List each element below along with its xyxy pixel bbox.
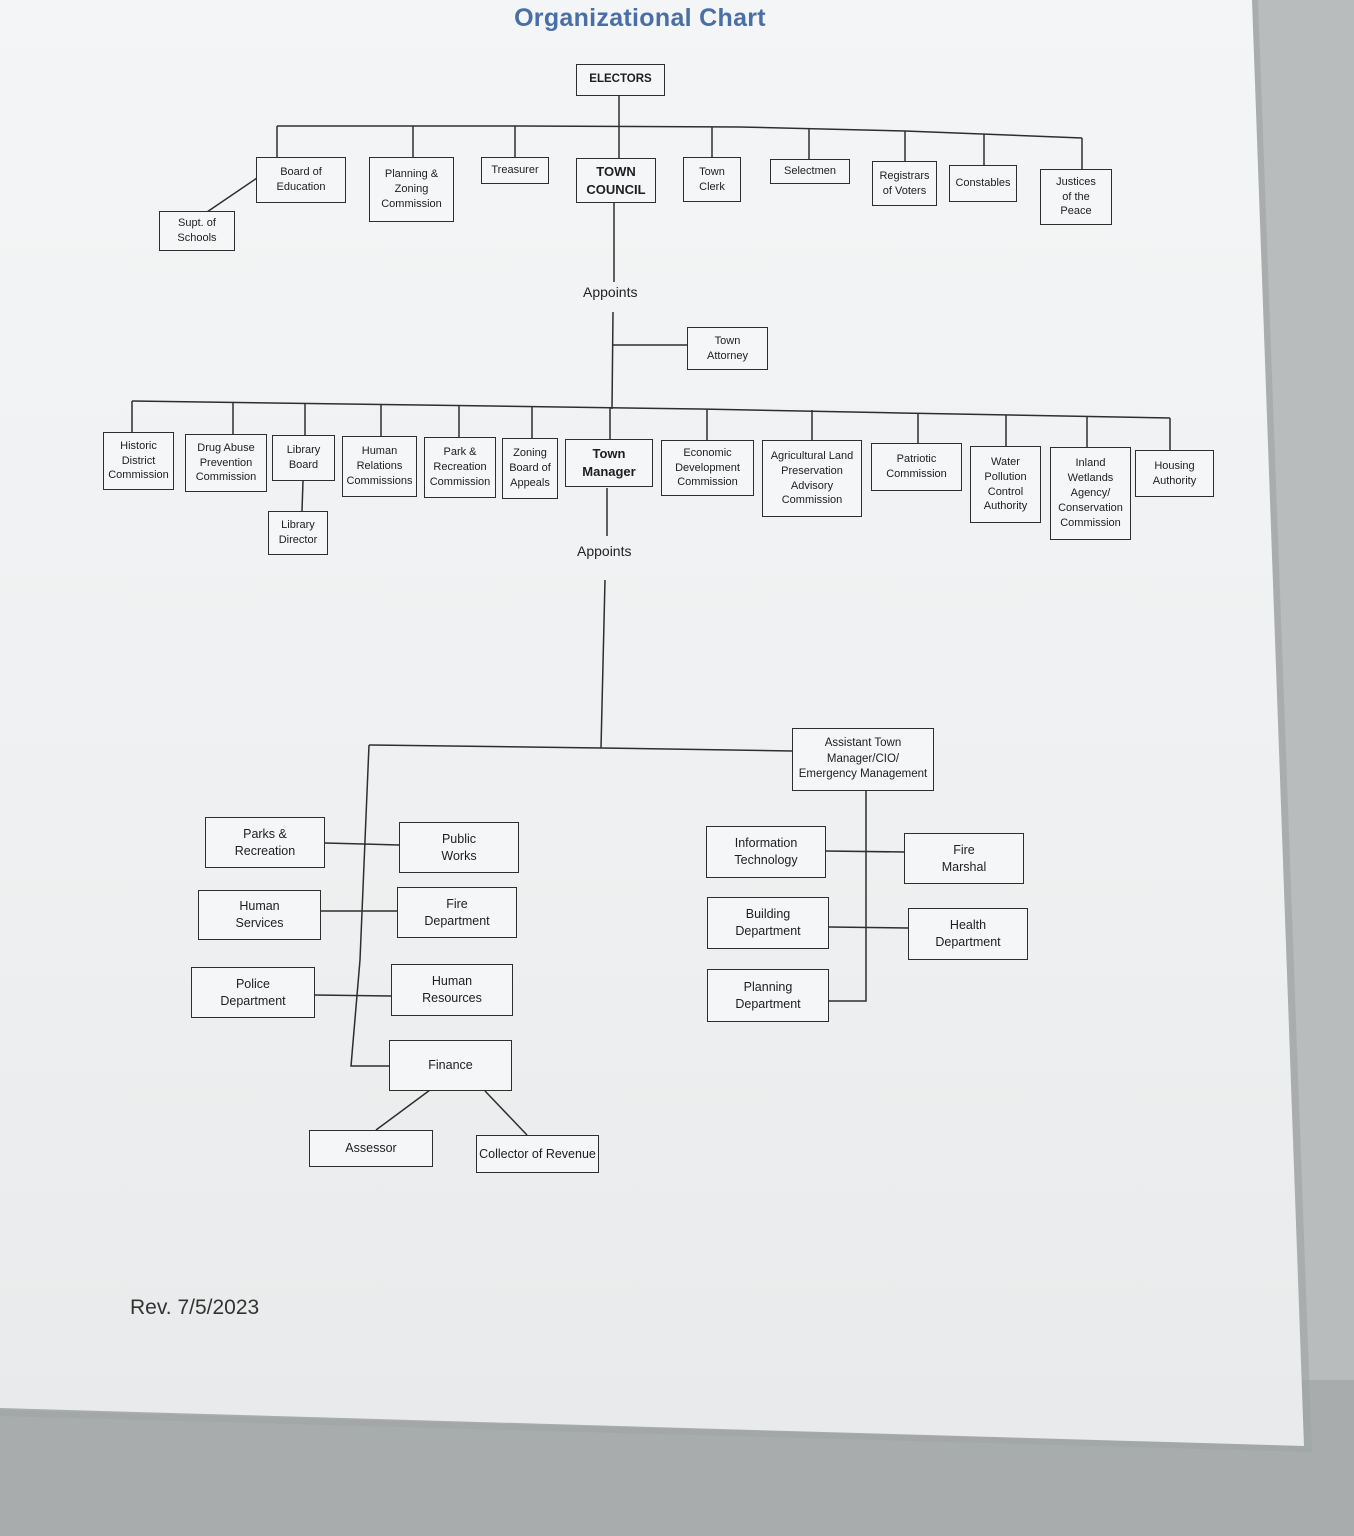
revision-date: Rev. 7/5/2023: [130, 1296, 260, 1319]
building-department-box: Building Department: [707, 897, 829, 949]
appoints-label-manager: Appoints: [577, 543, 632, 559]
park-recreation-commission-box: Park & Recreation Commission: [424, 437, 496, 498]
planning-department-box: Planning Department: [707, 969, 829, 1022]
registrars-of-voters-box: Registrars of Voters: [872, 161, 937, 206]
chart-title: Organizational Chart: [514, 4, 766, 32]
assessor-box: Assessor: [309, 1130, 433, 1167]
treasurer-box: Treasurer: [481, 157, 549, 184]
planning-zoning-commission-box: Planning & Zoning Commission: [369, 157, 454, 222]
town-attorney-box: Town Attorney: [687, 327, 768, 370]
constables-box: Constables: [949, 165, 1017, 202]
information-technology-box: Information Technology: [706, 826, 826, 878]
human-relations-commissions-box: Human Relations Commissions: [342, 436, 417, 497]
appoints-label-council: Appoints: [583, 284, 638, 300]
human-resources-box: Human Resources: [391, 964, 513, 1016]
selectmen-box: Selectmen: [770, 159, 850, 184]
library-director-box: Library Director: [268, 511, 328, 555]
patriotic-commission-box: Patriotic Commission: [871, 443, 962, 491]
finance-box: Finance: [389, 1040, 512, 1091]
historic-district-commission-box: Historic District Commission: [103, 432, 174, 490]
inland-wetlands-conservation-box: Inland Wetlands Agency/ Conservation Com…: [1050, 447, 1131, 540]
library-board-box: Library Board: [272, 435, 335, 481]
town-manager-box: Town Manager: [565, 439, 653, 487]
zoning-board-of-appeals-box: Zoning Board of Appeals: [502, 438, 558, 499]
town-clerk-box: Town Clerk: [683, 157, 741, 202]
police-department-box: Police Department: [191, 967, 315, 1018]
collector-of-revenue-box: Collector of Revenue: [476, 1135, 599, 1173]
electors-box: ELECTORS: [576, 64, 665, 96]
human-services-box: Human Services: [198, 890, 321, 940]
agricultural-land-preservation-box: Agricultural Land Preservation Advisory …: [762, 440, 862, 517]
drug-abuse-prevention-commission-box: Drug Abuse Prevention Commission: [185, 434, 267, 492]
parks-recreation-box: Parks & Recreation: [205, 817, 325, 868]
economic-development-commission-box: Economic Development Commission: [661, 440, 754, 496]
public-works-box: Public Works: [399, 822, 519, 873]
housing-authority-box: Housing Authority: [1135, 450, 1214, 497]
health-department-box: Health Department: [908, 908, 1028, 960]
justices-of-the-peace-box: Justices of the Peace: [1040, 169, 1112, 225]
town-council-box: TOWN COUNCIL: [576, 158, 656, 203]
assistant-town-manager-box: Assistant Town Manager/CIO/ Emergency Ma…: [792, 728, 934, 791]
supt-of-schools-box: Supt. of Schools: [159, 211, 235, 251]
fire-department-box: Fire Department: [397, 887, 517, 938]
board-of-education-box: Board of Education: [256, 157, 346, 203]
water-pollution-control-authority-box: Water Pollution Control Authority: [970, 446, 1041, 523]
fire-marshal-box: Fire Marshal: [904, 833, 1024, 884]
